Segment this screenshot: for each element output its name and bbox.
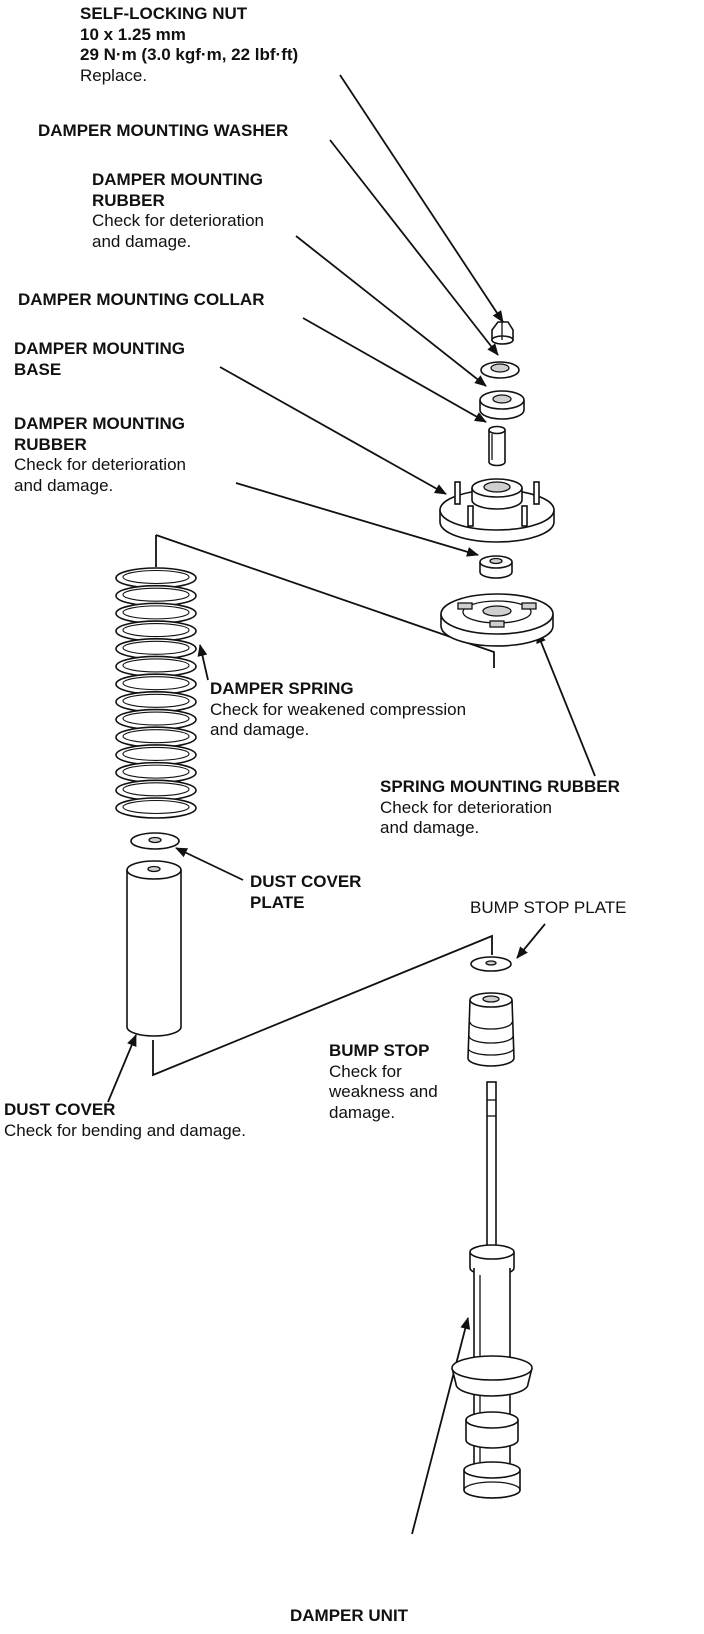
spring-mounting-rubber-part xyxy=(440,593,554,647)
label-title: SELF-LOCKING NUT xyxy=(80,4,248,23)
label-title: BUMP STOP xyxy=(329,1041,430,1060)
label-title: BUMP STOP PLATE xyxy=(470,898,627,917)
mounting-washer-part xyxy=(480,361,520,379)
spring-coil-inner xyxy=(122,587,190,602)
label-damper-mounting-rubber-upper: DAMPER MOUNTING RUBBER Check for deterio… xyxy=(92,170,264,252)
label-bump-stop: BUMP STOP Check for weakness and damage. xyxy=(329,1041,438,1123)
spring-coil-inner xyxy=(122,605,190,620)
mounting-rubber-lower-part xyxy=(479,555,513,579)
label-torque: 29 N·m (3.0 kgf·m, 22 lbf·ft) xyxy=(80,45,299,64)
leader-damper-spring xyxy=(197,644,209,681)
label-damper-unit: DAMPER UNIT xyxy=(290,1606,408,1627)
label-desc-line: Check for deterioration xyxy=(92,211,264,230)
leader-damper-unit xyxy=(411,1317,471,1535)
spring-coil-inner xyxy=(122,782,190,797)
leader-mounting-rubber-lower xyxy=(235,482,479,557)
spring-coil-inner xyxy=(122,729,190,744)
label-desc-line: and damage. xyxy=(92,231,192,251)
label-bump-stop-plate: BUMP STOP PLATE xyxy=(470,898,627,919)
label-desc-line: weakness and xyxy=(329,1082,438,1101)
label-damper-mounting-collar: DAMPER MOUNTING COLLAR xyxy=(18,290,264,311)
leader-mounting-washer xyxy=(329,139,499,356)
leader-dust-cover-plate xyxy=(175,847,244,881)
label-title: DAMPER UNIT xyxy=(290,1606,409,1625)
label-title: SPRING MOUNTING RUBBER xyxy=(380,777,620,796)
damper-unit-part xyxy=(451,1081,533,1499)
label-title: DUST COVER xyxy=(4,1100,116,1119)
dust-cover-part xyxy=(126,860,182,1037)
label-damper-mounting-washer: DAMPER MOUNTING WASHER xyxy=(38,121,288,142)
mounting-collar-part xyxy=(488,425,506,467)
label-self-locking-nut: SELF-LOCKING NUT 10 x 1.25 mm 29 N·m (3.… xyxy=(80,4,298,86)
leader-lines xyxy=(107,74,596,1535)
label-desc-line: and damage. xyxy=(210,720,310,739)
label-damper-mounting-rubber-lower: DAMPER MOUNTING RUBBER Check for deterio… xyxy=(14,414,186,496)
spring-coil-inner xyxy=(122,764,190,779)
label-desc-line: Check for weakened compression xyxy=(210,699,467,719)
label-spring-mounting-rubber: SPRING MOUNTING RUBBER Check for deterio… xyxy=(380,777,620,839)
spring-coil-inner xyxy=(122,746,190,761)
leader-mounting-collar xyxy=(302,317,487,423)
spring-coil-inner xyxy=(122,799,190,815)
spring-coil-inner xyxy=(122,693,190,708)
label-size: 10 x 1.25 mm xyxy=(80,24,186,44)
leader-spring-mounting-rubber xyxy=(536,631,596,777)
spring-coil xyxy=(115,797,197,819)
label-title-line: PLATE xyxy=(250,892,305,912)
label-desc-line: Check for xyxy=(329,1061,402,1081)
label-title: DAMPER SPRING xyxy=(210,679,354,698)
label-title-line: DAMPER MOUNTING xyxy=(14,414,185,433)
label-title-line: BASE xyxy=(14,359,62,379)
label-desc-line: Check for bending and damage. xyxy=(4,1120,246,1140)
label-title: DAMPER MOUNTING WASHER xyxy=(38,121,289,140)
leader-mounting-base xyxy=(219,366,447,495)
self-locking-nut-part xyxy=(491,321,514,345)
label-damper-mounting-base: DAMPER MOUNTING BASE xyxy=(14,339,185,380)
spring-coil-inner xyxy=(122,658,190,673)
bump-stop-plate-part xyxy=(470,956,512,972)
label-title: DAMPER MOUNTING COLLAR xyxy=(18,290,265,309)
label-dust-cover: DUST COVER Check for bending and damage. xyxy=(4,1100,246,1141)
spring-coil-inner xyxy=(122,711,190,726)
leader-dust-cover xyxy=(107,1034,137,1103)
label-title-line: DAMPER MOUNTING xyxy=(14,339,185,358)
spring-coil-inner xyxy=(122,640,190,655)
label-desc-line: damage. xyxy=(329,1102,396,1122)
label-desc-line: and damage. xyxy=(380,818,480,837)
spring-coil-inner xyxy=(122,623,190,638)
damper-spring-part xyxy=(115,567,197,819)
leader-self-locking-nut xyxy=(339,74,504,323)
mounting-base-part xyxy=(439,478,555,543)
label-title-line: RUBBER xyxy=(14,434,87,454)
label-damper-spring: DAMPER SPRING Check for weakened compres… xyxy=(210,679,466,741)
label-desc-line: and damage. xyxy=(14,475,114,495)
alignment-lines xyxy=(152,534,495,1077)
leader-bump-stop-plate xyxy=(516,923,546,959)
leader-mounting-rubber-upper xyxy=(295,235,487,387)
bump-stop-part xyxy=(467,992,515,1067)
label-desc-line: Check for deterioration xyxy=(380,797,552,817)
spring-coil-inner xyxy=(122,676,190,691)
spring-coil-inner xyxy=(122,569,190,585)
label-dust-cover-plate: DUST COVER PLATE xyxy=(250,872,361,913)
label-title-line: DAMPER MOUNTING xyxy=(92,170,263,189)
dust-cover-plate-part xyxy=(130,832,180,850)
mounting-rubber-upper-part xyxy=(479,390,525,420)
label-title-line: DUST COVER xyxy=(250,872,362,891)
label-title-line: RUBBER xyxy=(92,190,165,210)
label-desc-line: Check for deterioration xyxy=(14,455,186,474)
label-instruction: Replace. xyxy=(80,65,148,85)
